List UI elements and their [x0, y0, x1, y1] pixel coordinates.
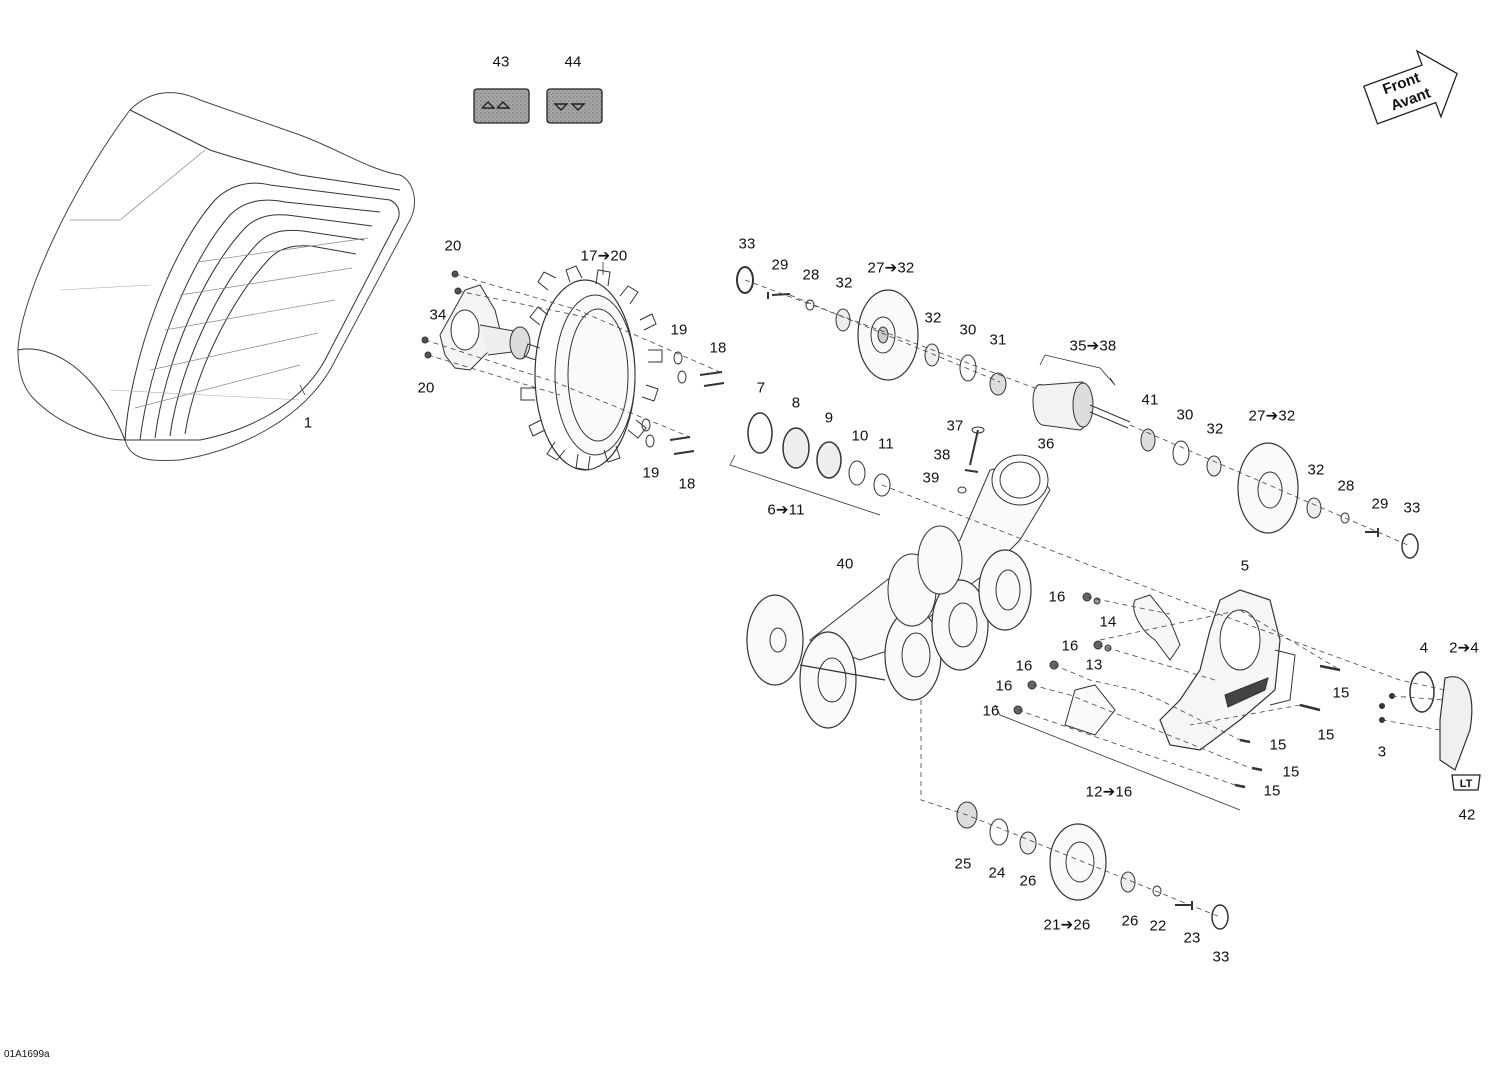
- callout-26-a: 26: [1019, 872, 1037, 890]
- callout-33-bottom: 33: [1212, 948, 1230, 966]
- bracket-12-16: [994, 704, 1241, 811]
- callout-2-4: 2➔4: [1449, 639, 1479, 657]
- callout-13: 13: [1085, 656, 1103, 674]
- callout-28-right: 28: [1337, 477, 1355, 495]
- bracket-35-38: [1039, 354, 1116, 386]
- callout-15-e: 15: [1263, 782, 1281, 800]
- callout-23: 23: [1183, 929, 1201, 947]
- callout-36: 36: [1037, 435, 1055, 453]
- callout-11: 11: [878, 435, 894, 453]
- callout-16-b: 16: [1061, 637, 1079, 655]
- callout-1: 1: [303, 414, 313, 432]
- callout-16-e: 16: [982, 702, 1000, 720]
- leader-lines: [299, 262, 604, 396]
- callout-15-b: 15: [1317, 726, 1335, 744]
- decal-44: [546, 88, 603, 124]
- callout-29-right: 29: [1371, 495, 1389, 513]
- callout-26-b: 26: [1121, 912, 1139, 930]
- callout-10: 10: [851, 427, 869, 445]
- drawing-id: 01A1699a: [4, 1049, 50, 1060]
- callout-33-top: 33: [738, 235, 756, 253]
- callout-28-top: 28: [802, 266, 820, 284]
- right-axle-parts: [1140, 428, 1419, 559]
- callout-4: 4: [1419, 639, 1429, 657]
- decal-42-text: LT: [1460, 778, 1473, 790]
- callout-14: 14: [1099, 613, 1117, 631]
- drive-housing-part: [1159, 589, 1296, 751]
- callout-20-top: 20: [444, 237, 462, 255]
- callout-16-c: 16: [1015, 657, 1033, 675]
- sprocket-hub-part: [421, 270, 531, 371]
- callout-44: 44: [564, 53, 582, 71]
- callout-15-d: 15: [1282, 763, 1300, 781]
- callout-18-bottom: 18: [678, 475, 696, 493]
- callout-15-a: 15: [1332, 684, 1350, 702]
- callout-9: 9: [824, 409, 834, 427]
- callout-35-38: 35➔38: [1069, 337, 1117, 355]
- callout-41: 41: [1141, 391, 1159, 409]
- callout-29-top: 29: [771, 256, 789, 274]
- callout-32-c: 32: [1206, 420, 1224, 438]
- callout-40: 40: [836, 555, 854, 573]
- callout-8: 8: [791, 394, 801, 412]
- callout-27-32-right: 27➔32: [1248, 407, 1296, 425]
- callout-5: 5: [1240, 557, 1250, 575]
- callout-37: 37: [946, 417, 964, 435]
- callout-16-d: 16: [995, 677, 1013, 695]
- callout-22: 22: [1149, 917, 1167, 935]
- decal-43: [473, 88, 530, 124]
- callout-6-11: 6➔11: [767, 501, 805, 519]
- callout-32-b: 32: [924, 309, 942, 327]
- callout-21-26: 21➔26: [1043, 916, 1091, 934]
- callout-20-bottom: 20: [417, 379, 435, 397]
- pin-parts: [957, 426, 985, 494]
- front-direction-arrow: [1362, 49, 1458, 125]
- drive-axle-part: [1032, 354, 1131, 431]
- seal-set-parts: [729, 412, 891, 516]
- track-part: [17, 92, 415, 462]
- callout-12-16: 12➔16: [1085, 783, 1133, 801]
- callout-39: 39: [922, 469, 940, 487]
- callout-30-right: 30: [1176, 406, 1194, 424]
- sprocket-fasteners: [641, 351, 725, 455]
- bolts-parts: [1234, 664, 1341, 789]
- callout-42: 42: [1458, 806, 1476, 824]
- decal-42: [1451, 774, 1481, 791]
- callout-31: 31: [989, 331, 1007, 349]
- callout-19-bottom: 19: [642, 464, 660, 482]
- callout-7: 7: [756, 379, 766, 397]
- callout-32-a: 32: [835, 274, 853, 292]
- assembly-lines: [424, 273, 1446, 918]
- drive-sprocket-part: [520, 265, 663, 471]
- callout-25: 25: [954, 855, 972, 873]
- callout-27-32-top: 27➔32: [867, 259, 915, 277]
- callout-30-top: 30: [959, 321, 977, 339]
- callout-16-a: 16: [1048, 588, 1066, 606]
- callout-43: 43: [492, 53, 510, 71]
- callout-24: 24: [988, 864, 1006, 882]
- bogie-frame-part: [746, 454, 1051, 729]
- callout-38: 38: [933, 446, 951, 464]
- side-cover-part: [1379, 671, 1473, 771]
- callout-32-d: 32: [1307, 461, 1325, 479]
- callout-19-top: 19: [670, 321, 688, 339]
- callout-33-right: 33: [1403, 499, 1421, 517]
- callout-18-top: 18: [709, 339, 727, 357]
- callout-34: 34: [429, 306, 447, 324]
- callout-17-20: 17➔20: [580, 247, 628, 265]
- callout-3: 3: [1377, 743, 1387, 761]
- callout-15-c: 15: [1269, 736, 1287, 754]
- mount-bracket-part: [1064, 594, 1181, 736]
